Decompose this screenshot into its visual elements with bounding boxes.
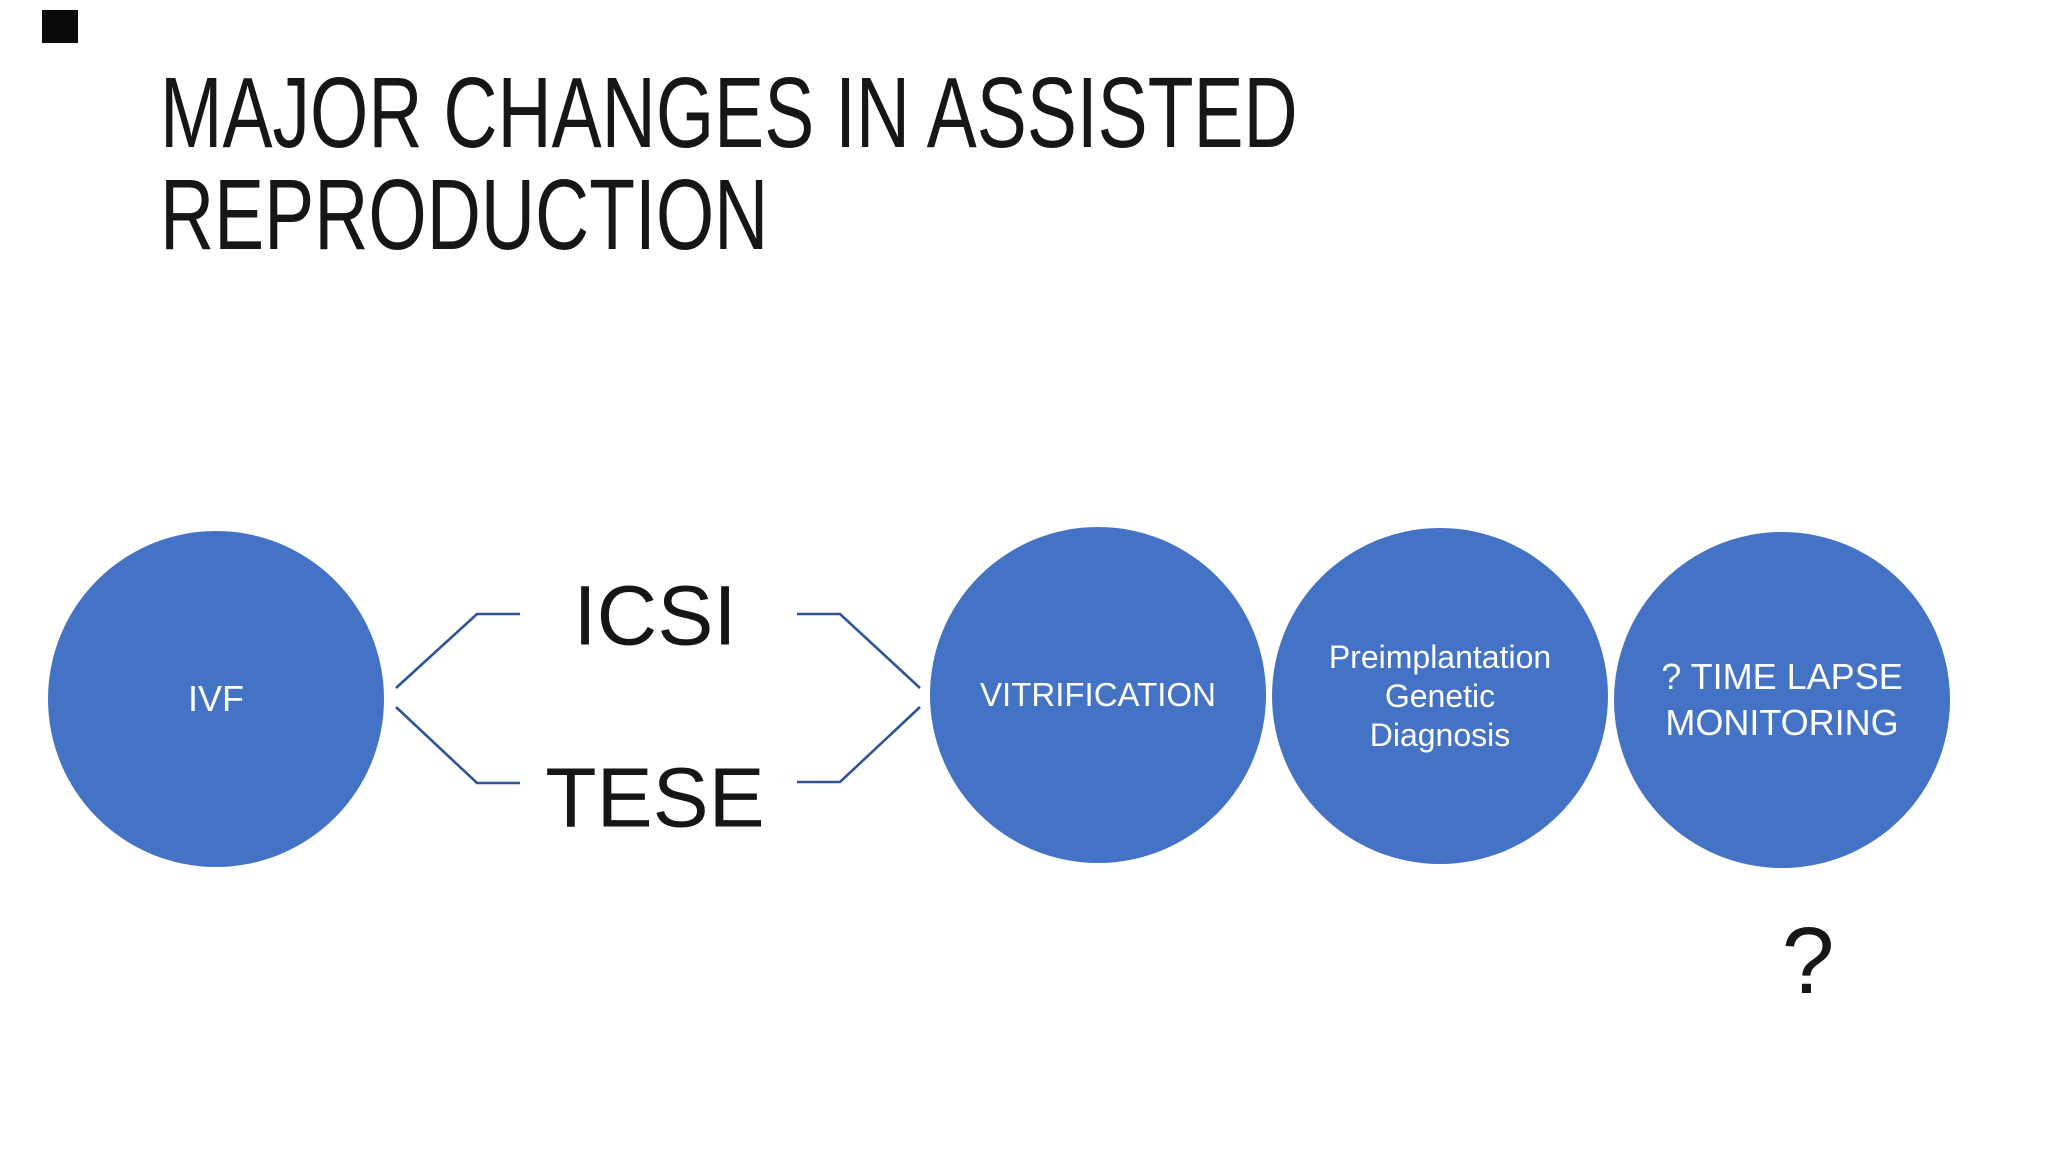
corner-artifact-square	[42, 10, 78, 43]
node-label-ivf: IVF	[187, 678, 244, 719]
right-bracket-bottom-arm	[797, 706, 921, 784]
left-bracket-top-arm	[395, 612, 520, 689]
branch-label-icsi: ICSI	[573, 568, 737, 663]
node-circle-ivf: IVF	[48, 531, 384, 867]
footnote-question-mark: ?	[1781, 908, 1835, 1015]
left-bracket-bottom-arm	[395, 706, 520, 785]
node-circle-time-lapse-monitoring: ? TIME LAPSE MONITORING	[1614, 532, 1950, 868]
branch-label-tese: TESE	[545, 750, 765, 845]
node-circle-preimplantation-genetic-diagnosis: Preimplantation Genetic Diagnosis	[1272, 528, 1608, 864]
node-label-time-lapse-monitoring: ? TIME LAPSE MONITORING	[1661, 656, 1903, 743]
node-circle-vitrification: VITRIFICATION	[930, 527, 1266, 863]
right-bracket-top-arm	[797, 612, 921, 689]
node-label-vitrification: VITRIFICATION	[980, 676, 1216, 713]
slide-title: MAJOR CHANGES IN ASSISTED REPRODUCTION	[160, 57, 1298, 271]
node-label-preimplantation-genetic-diagnosis: Preimplantation Genetic Diagnosis	[1328, 638, 1552, 753]
